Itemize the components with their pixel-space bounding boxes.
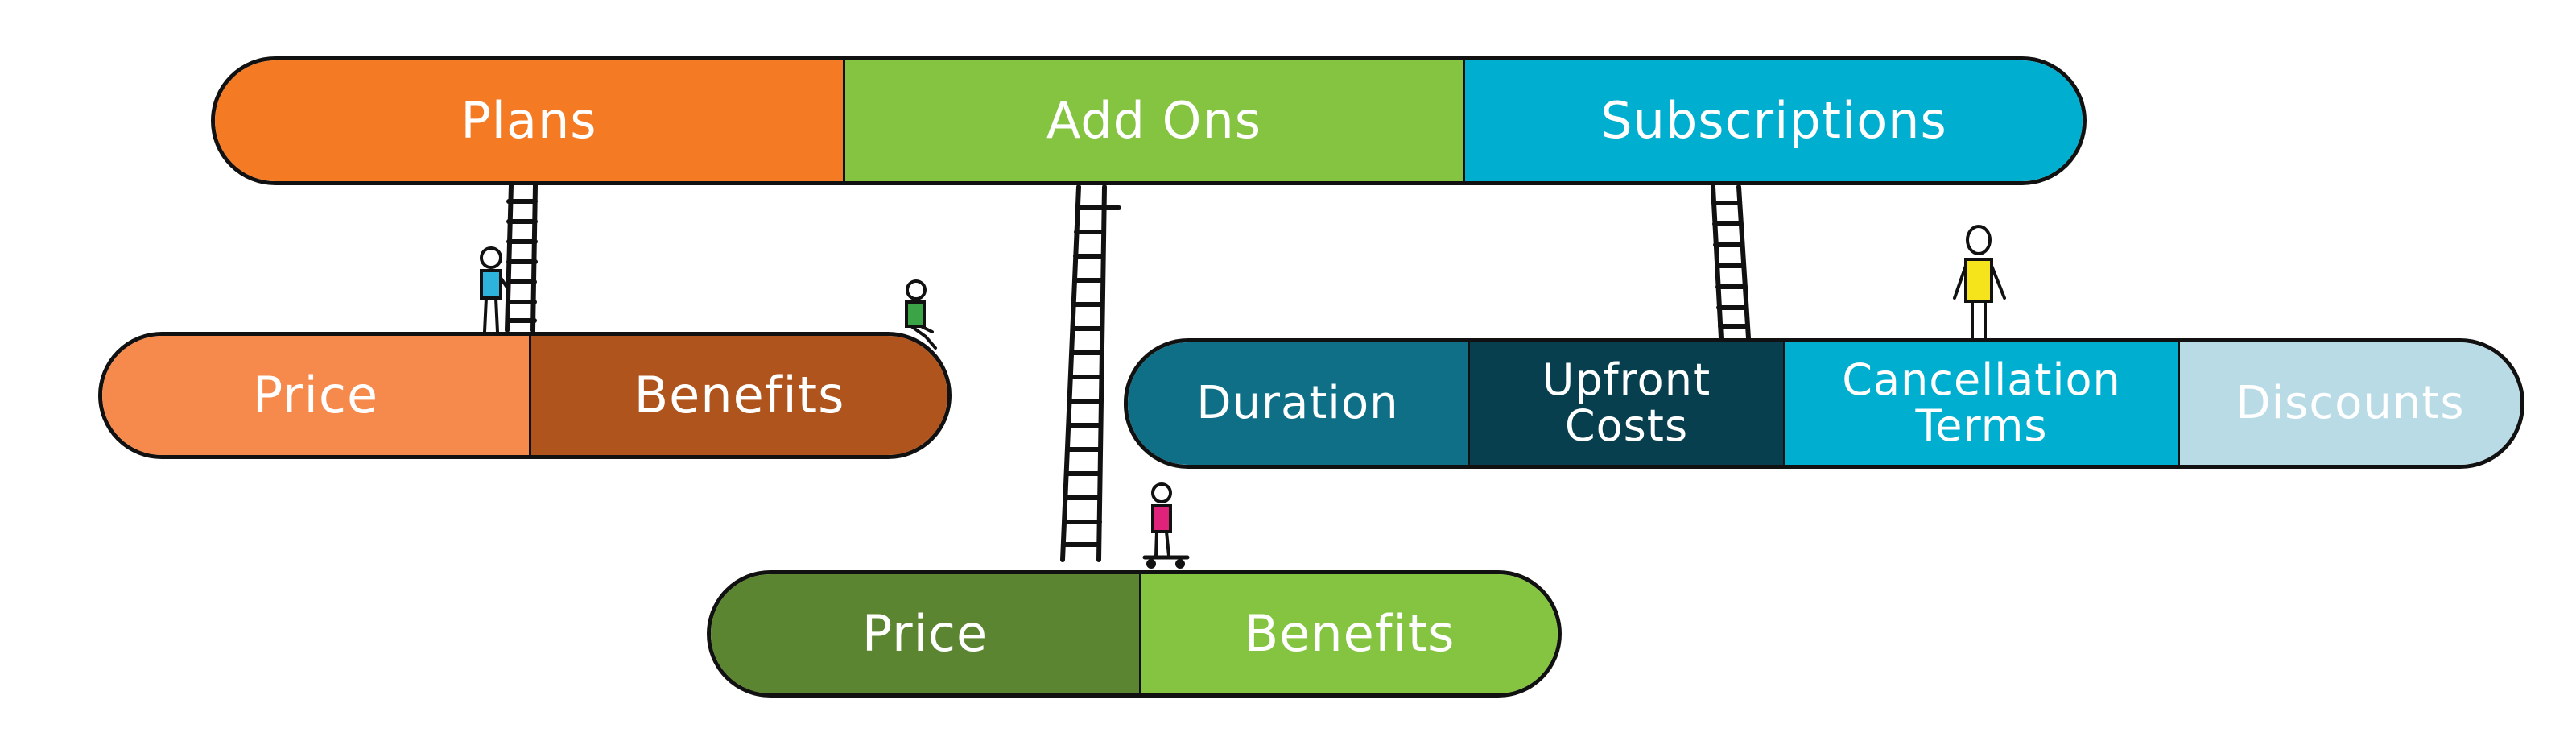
subscriptions-detail-bar: Duration Upfront Costs Cancellation Term…	[1124, 338, 2524, 469]
figure-pink-icon	[1142, 482, 1190, 569]
segment-add-ons[interactable]: Add Ons	[843, 60, 1463, 181]
segment-upfront-costs[interactable]: Upfront Costs	[1468, 342, 1783, 465]
segment-subscriptions[interactable]: Subscriptions	[1463, 60, 2083, 181]
segment-discounts[interactable]: Discounts	[2178, 342, 2520, 465]
figure-blue-icon	[480, 246, 510, 333]
figure-green-icon	[905, 279, 937, 350]
segment-plans-benefits[interactable]: Benefits	[529, 336, 947, 455]
figure-yellow-icon	[1953, 225, 2006, 340]
plans-detail-bar: Price Benefits	[98, 332, 952, 459]
segment-plans-price[interactable]: Price	[102, 336, 529, 455]
segment-plans[interactable]: Plans	[215, 60, 843, 181]
segment-addons-benefits[interactable]: Benefits	[1139, 574, 1558, 693]
ladder-plans	[505, 183, 538, 333]
segment-addons-price[interactable]: Price	[711, 574, 1139, 693]
segment-duration[interactable]: Duration	[1128, 342, 1468, 465]
ladder-addons	[1060, 184, 1121, 562]
top-category-bar: Plans Add Ons Subscriptions	[211, 56, 2087, 185]
ladder-subscriptions	[1711, 184, 1751, 341]
addons-detail-bar: Price Benefits	[707, 570, 1562, 698]
segment-cancellation-terms[interactable]: Cancellation Terms	[1783, 342, 2178, 465]
